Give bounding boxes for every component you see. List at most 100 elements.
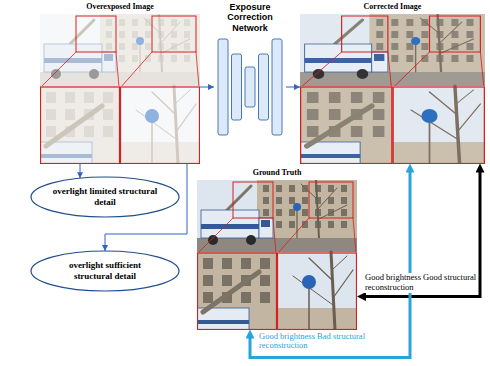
connector [361,168,480,297]
photo-illustration [40,14,200,164]
window [132,19,138,26]
network-layer [259,54,269,120]
sky [40,14,200,86]
sign-post [308,288,310,330]
window [391,19,398,26]
window [406,19,413,26]
wheel [89,69,99,79]
zoom-box [152,16,196,52]
zoom-leader [273,218,276,253]
ellipse-note: overlight sufficient structural detail [30,250,180,292]
inset-sky [277,252,357,330]
window [307,126,319,137]
zoom-leader [388,52,391,87]
ellipse-note: overlight limited structural detail [30,176,180,218]
truck-window [104,54,113,61]
sign-post [151,122,153,164]
window [467,55,474,62]
window [421,43,428,50]
street [300,72,485,86]
window [132,55,138,62]
building [100,14,200,72]
window [263,209,269,216]
window [351,126,363,137]
window [184,31,190,38]
truck-cab [372,52,388,72]
edge-label: Good brightness Good structural reconstr… [364,273,478,293]
sign-post [415,44,416,72]
window [276,197,282,204]
window [103,109,113,120]
zoom-leader [301,52,341,87]
window [451,19,458,26]
window [65,109,75,120]
truck-stripe [300,154,360,158]
zoom-leader [480,52,483,87]
street [197,238,357,252]
building [369,14,485,72]
window [263,197,269,204]
zoom-box [309,182,353,218]
window [451,55,458,62]
tree-branch [176,104,196,132]
wheel [51,69,61,79]
tree-branch [175,90,190,104]
window [328,185,334,192]
window [351,92,363,103]
window [84,126,94,137]
window [171,31,177,38]
window [222,258,232,269]
ellipse-shape [31,251,179,291]
zoom-box [430,16,481,52]
zoom-box [233,182,273,218]
window [329,109,341,120]
window [171,55,177,62]
window [184,19,190,26]
window [260,292,270,303]
sign-post [296,210,297,238]
truck-body [305,44,372,72]
truck-boom [227,186,251,210]
window [46,109,56,120]
window [373,126,385,137]
zoom-box [342,16,388,52]
window [406,31,413,38]
zoom-leader [353,218,356,253]
window [391,31,398,38]
tree-branch [457,104,480,132]
truck-body [44,44,102,72]
window [241,258,251,269]
zoom-leader [196,52,199,87]
image-panel: Corrected Image [300,2,485,164]
window [307,92,319,103]
inset-building [197,252,277,330]
zoom-leader [278,218,309,253]
truck-cab [259,218,273,238]
network-layer [272,39,282,135]
sign-post [429,122,431,164]
window [203,292,213,303]
window [406,43,413,50]
truck-boom [70,20,94,44]
wheel [208,235,218,245]
window [106,19,112,26]
window [145,31,151,38]
window [307,109,319,120]
net-head: Exposure Correction Network [214,2,286,33]
window [289,185,295,192]
image-panel: Ground Truth [197,168,357,330]
window [119,19,125,26]
wheel [357,69,369,79]
truck-boom [335,20,363,44]
truck-stripe [305,58,372,63]
window [341,197,347,204]
window [119,55,125,62]
truck-window [374,54,384,61]
window [391,43,398,50]
street-sign [411,37,420,45]
truck-cab [102,52,116,72]
tree-branch [293,276,333,305]
network-illustration [214,37,286,137]
street-sign [293,203,301,211]
tree-branch [439,22,462,44]
